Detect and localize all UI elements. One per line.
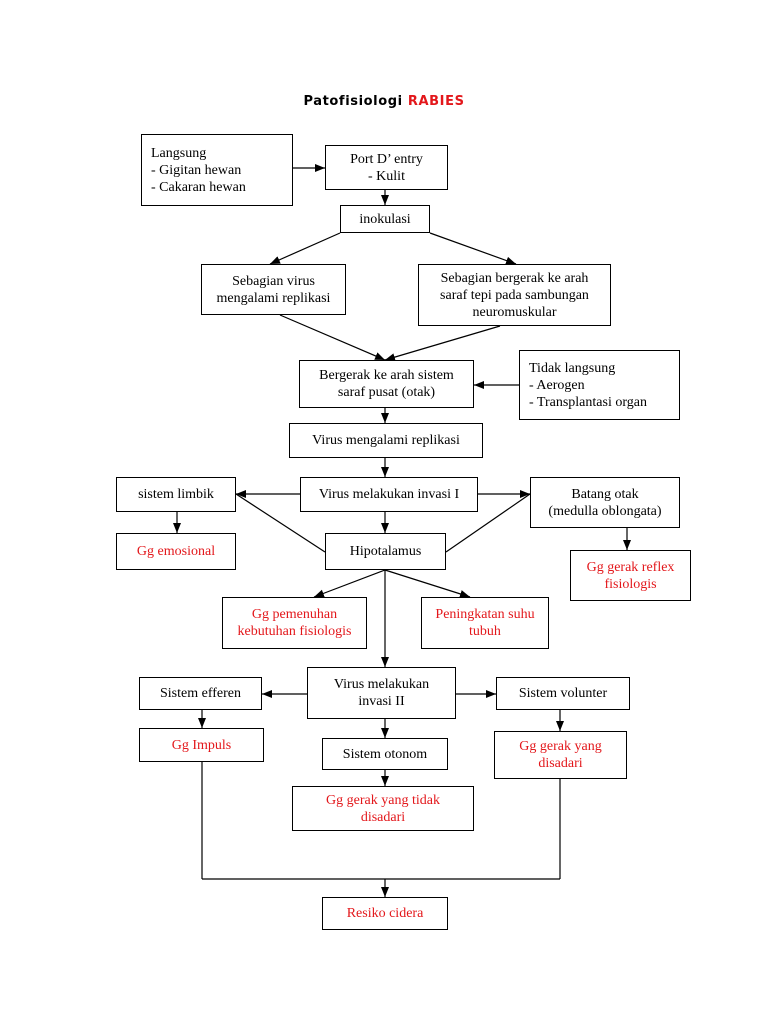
node-text-line: Virus melakukan invasi I [318,487,460,502]
node-limbik: sistem limbik [116,477,236,512]
title-accent: RABIES [407,94,465,109]
node-replikasi: Virus mengalami replikasi [289,423,483,458]
node-port-entry: Port D’ entry- Kulit [325,145,448,190]
node-text-line: Gg pemenuhan [251,607,338,622]
node-text-line: fisiologis [604,576,657,592]
node-text-line: Gg Impuls [171,737,232,753]
node-text-line: Gg gerak yang tidak [326,792,440,808]
node-text-line: Tidak langsung [529,360,616,376]
title-prefix: Patofisiologi [303,94,403,109]
node-langsung: Langsung- Gigitan hewan- Cakaran hewan [141,134,293,206]
node-pemenuhan: Gg pemenuhan kebutuhan fisiologis [222,597,367,649]
node-text-line: - Transplantasi organ [529,394,647,410]
node-text-line: Sistem otonom [342,746,428,762]
node-text-line: invasi II [358,694,405,709]
line-limbik-hipotalamus [235,493,326,553]
node-text-line: Virus melakukan [333,677,430,692]
node-batang-otak: Batang otak(medulla oblongata) [530,477,680,528]
arrow-hipotalamus-suhu [384,569,471,598]
node-hipotalamus: Hipotalamus [325,533,446,570]
node-invasi-1: Virus melakukan invasi I [300,477,478,512]
node-suhu: Peningkatan suhu tubuh [421,597,549,649]
node-text-line: Port D’ entry [350,151,423,167]
node-text-line: Sistem efferen [160,686,241,701]
node-text-line: disadari [360,809,406,825]
node-text-line: Gg emosional [136,544,216,559]
node-resiko: Resiko cidera [322,897,448,930]
node-text-line: Hipotalamus [349,544,422,559]
node-volunter: Sistem volunter [496,677,630,710]
node-text-line: Batang otak [571,486,639,502]
node-emosional: Gg emosional [116,533,236,570]
node-text-line: Sistem volunter [518,686,608,701]
node-text-line: tubuh [469,624,501,639]
node-text-line: - Gigitan hewan [151,162,242,178]
node-text-line: saraf tepi pada sambungan [440,287,589,303]
node-text-line: Sebagian bergerak ke arah [440,270,589,286]
node-impuls: Gg Impuls [139,728,264,762]
node-text-line: - Aerogen [529,377,585,393]
node-text-line: Gg gerak yang [519,739,602,754]
node-text-line: saraf pusat (otak) [337,385,436,400]
node-text-line: Resiko cidera [346,906,424,921]
node-gerak-disadari: Gg gerak yang disadari [494,731,627,779]
node-text-line: kebutuhan fisiologis [237,624,352,639]
node-text-line: mengalami replikasi [216,290,331,306]
node-inokulasi: inokulasi [340,205,430,233]
arrow-inokulasi-sebagian-virus [269,232,341,265]
node-text-line: disadari [538,756,583,771]
arrow-sebagian-virus-bergerak [279,314,386,361]
node-text-line: Virus mengalami replikasi [312,433,460,448]
node-text-line: sistem limbik [138,487,214,502]
diagram-title: Patofisiologi RABIES [0,94,768,109]
node-text-line: (medulla oblongata) [548,503,662,519]
node-text-line: Sebagian virus [232,273,315,289]
node-text-line: - Kulit [368,168,405,184]
node-text-line: Gg gerak reflex [586,559,675,575]
arrow-hipotalamus-pemenuhan [313,569,386,598]
node-otonom: Sistem otonom [322,738,448,770]
node-text-line: neuromuskular [472,304,557,320]
line-batang-hipotalamus [445,493,531,553]
node-text-line: Bergerak ke arah sistem [319,368,454,383]
node-text-line: - Cakaran hewan [151,179,246,195]
arrow-inokulasi-sebagian-saraf [429,232,517,265]
node-efferen: Sistem efferen [139,677,262,710]
node-text-line: Peningkatan suhu [435,607,535,622]
node-tidak-langsung: Tidak langsung- Aerogen- Transplantasi o… [519,350,680,420]
node-text-line: Langsung [151,145,207,161]
node-bergerak-sistem: Bergerak ke arah sistem saraf pusat (otak… [299,360,474,408]
node-text-line: inokulasi [359,211,411,227]
arrow-sebagian-saraf-bergerak [384,325,501,362]
node-invasi-2: Virus melakukan invasi II [307,667,456,719]
